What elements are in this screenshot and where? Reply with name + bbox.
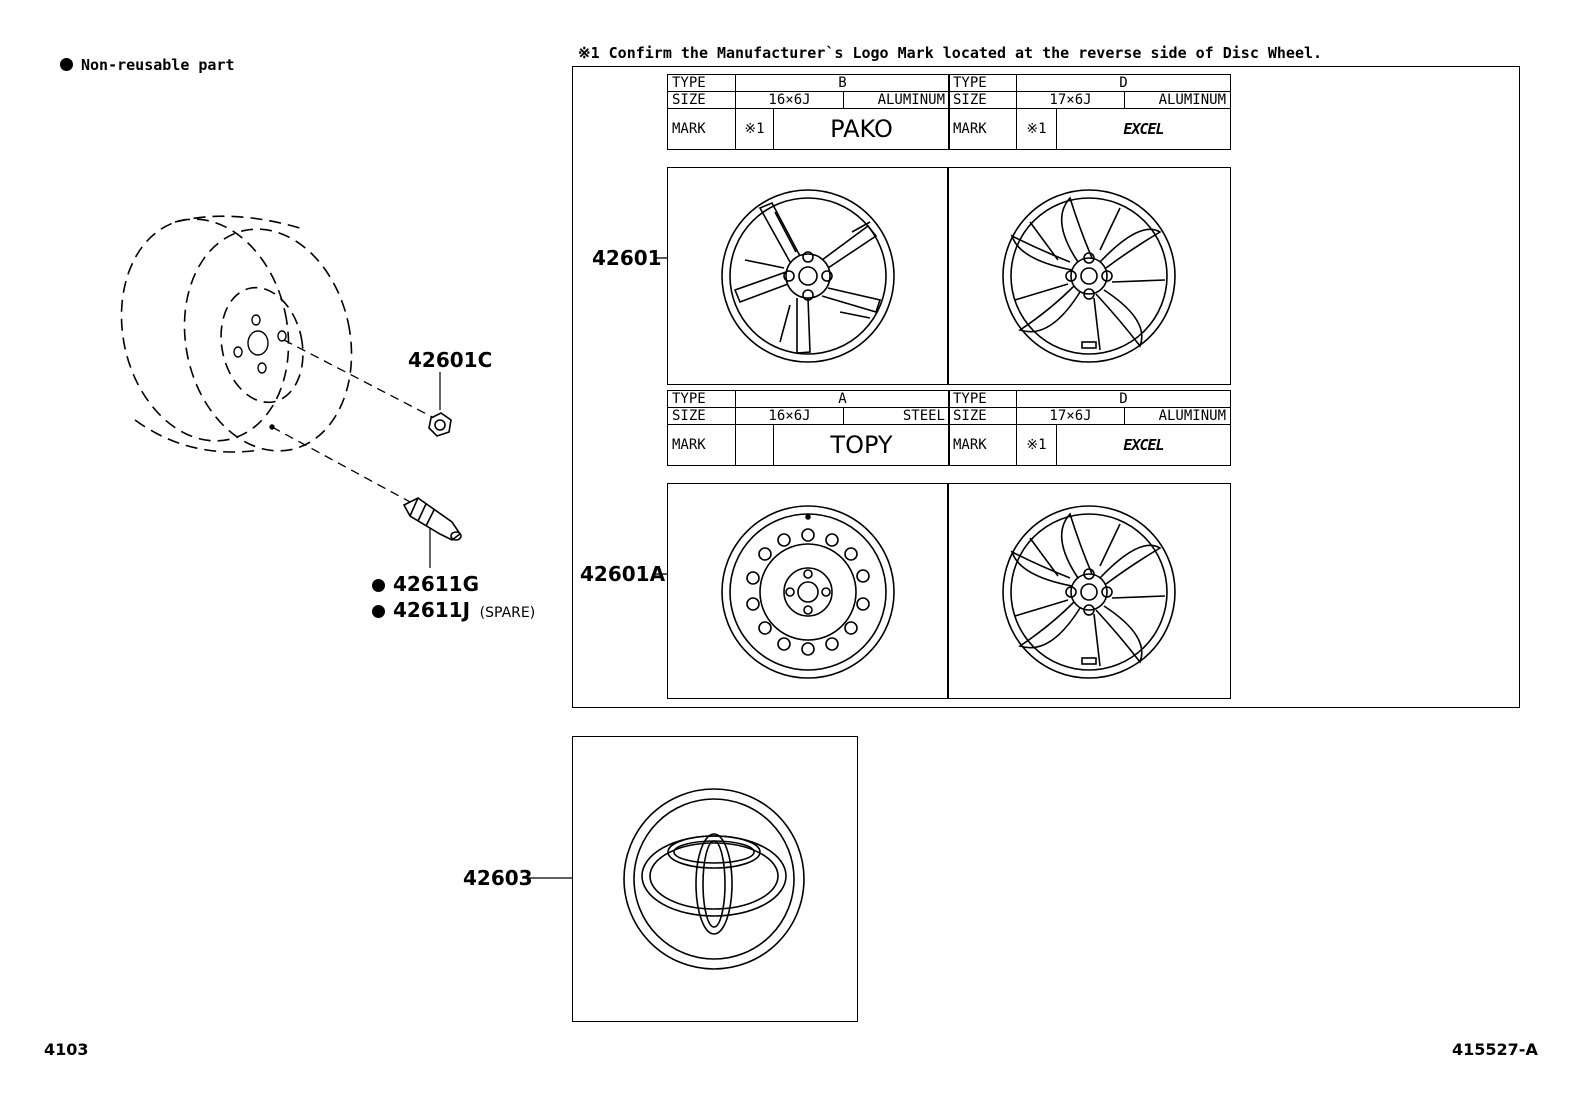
logo-mark: EXCEL <box>1056 108 1231 150</box>
legend-label: Non-reusable part <box>81 56 235 74</box>
alloy-wheel-d-icon <box>1002 505 1176 679</box>
part-number-42611G: 42611G <box>393 572 479 596</box>
mark-label: MARK <box>667 424 736 466</box>
non-reusable-dot-icon <box>372 579 385 592</box>
mark-label: MARK <box>948 424 1017 466</box>
wheel-types-frame <box>572 66 1520 708</box>
wheel-cap-frame <box>572 736 858 1022</box>
non-reusable-dot-icon <box>60 58 73 71</box>
wheel-image-cells <box>667 167 1231 385</box>
wheel-image-divider-lower <box>947 483 949 699</box>
mark-ref: ※1 <box>1016 108 1057 150</box>
spare-note: (SPARE) <box>479 605 536 621</box>
wheel-cap-emblem-icon <box>623 788 805 970</box>
part-number-42611J: 42611J <box>393 598 471 622</box>
size-value: 16×6J <box>735 407 844 425</box>
logo-note: ※1 Confirm the Manufacturer`s Logo Mark … <box>578 44 1323 62</box>
legend: Non-reusable part <box>60 56 235 74</box>
mark-ref: ※1 <box>1016 424 1057 466</box>
part-number-42611J-row: 42611J (SPARE) <box>372 598 535 622</box>
part-number-42601: 42601 <box>592 246 662 270</box>
mark-ref: ※1 <box>735 108 774 150</box>
leader-lines <box>271 339 439 504</box>
alloy-wheel-d-icon <box>1002 189 1176 363</box>
alloy-wheel-b-icon <box>721 189 895 363</box>
hub-nut-icon <box>428 412 452 437</box>
part-number-42611G-row: 42611G <box>372 572 479 596</box>
logo-mark: PAKO <box>773 108 950 150</box>
part-number-42603: 42603 <box>463 866 533 890</box>
logo-mark: EXCEL <box>1056 424 1231 466</box>
mark-label: MARK <box>948 108 1017 150</box>
material-value: ALUMINUM <box>1124 407 1231 425</box>
size-value: 17×6J <box>1016 91 1125 109</box>
mark-ref <box>735 424 774 466</box>
steel-wheel-a-icon <box>721 505 895 679</box>
footer-left-code: 4103 <box>44 1040 89 1059</box>
size-label: SIZE <box>948 91 1017 109</box>
non-reusable-dot-icon <box>372 605 385 618</box>
logo-mark: TOPY <box>773 424 950 466</box>
disc-wheel-icon <box>120 215 353 453</box>
valve-icon <box>402 497 462 541</box>
part-number-42601C: 42601C <box>408 348 493 372</box>
wheel-image-divider <box>947 167 949 385</box>
wheel-image-cells-lower <box>667 483 1231 699</box>
part-number-42601A: 42601A <box>580 562 666 586</box>
footer-right-code: 415527-A <box>1452 1040 1538 1059</box>
material-value: ALUMINUM <box>843 91 950 109</box>
hub-holes-icon <box>233 314 287 430</box>
material-value: ALUMINUM <box>1124 91 1231 109</box>
